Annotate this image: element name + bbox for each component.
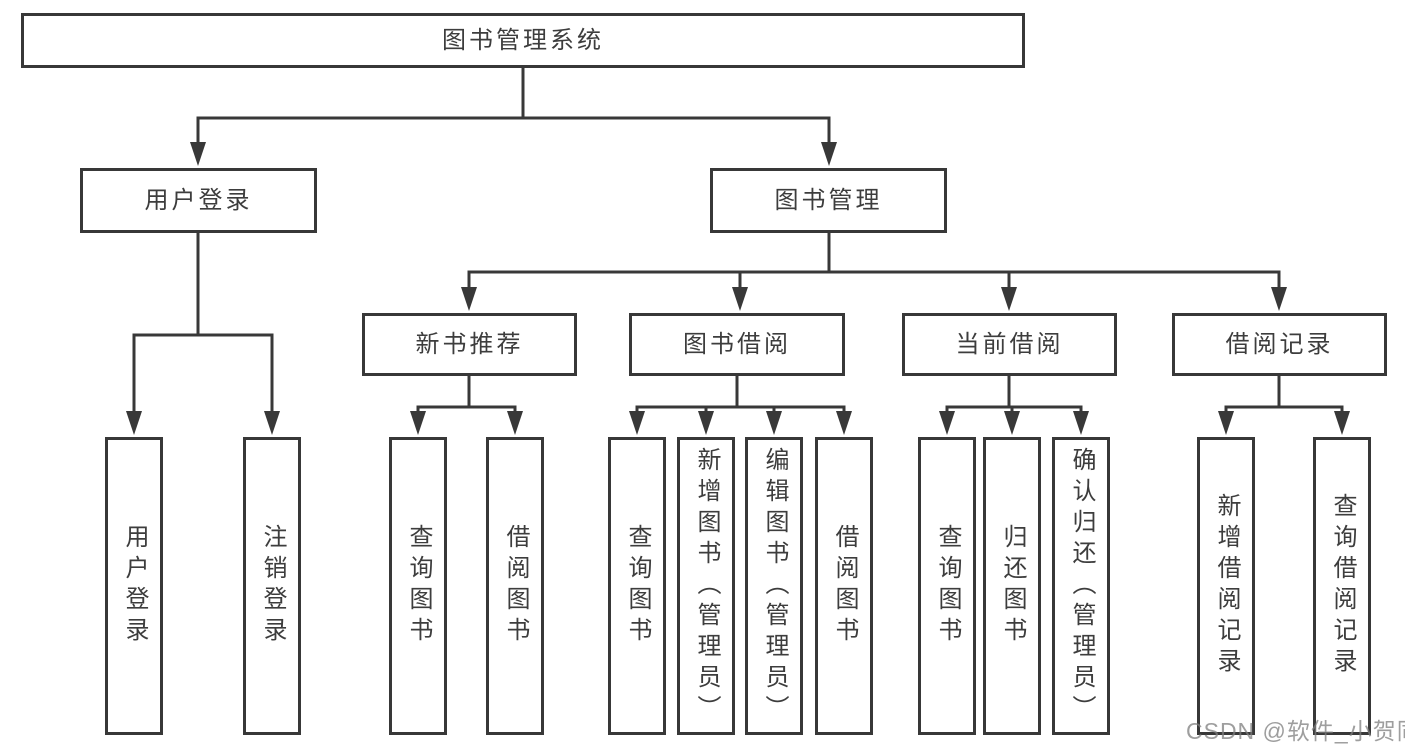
node-book-borrow: 图书借阅 — [629, 313, 845, 376]
leaf-add-books-admin: 新增图书（管理员） — [677, 437, 735, 735]
node-current-borrow: 当前借阅 — [902, 313, 1117, 376]
leaf-logout: 注销登录 — [243, 437, 301, 735]
leaf-recommend-borrow-books: 借阅图书 — [486, 437, 544, 735]
leaf-current-query-books: 查询图书 — [918, 437, 976, 735]
leaf-recommend-query-books: 查询图书 — [389, 437, 447, 735]
leaf-borrow-books: 借阅图书 — [815, 437, 873, 735]
leaf-query-borrow-record: 查询借阅记录 — [1313, 437, 1371, 735]
node-user-login: 用户登录 — [80, 168, 317, 233]
arrowheads — [126, 142, 1350, 435]
node-borrow-records: 借阅记录 — [1172, 313, 1387, 376]
leaf-confirm-return-admin: 确认归还（管理员） — [1052, 437, 1110, 735]
leaf-add-borrow-record: 新增借阅记录 — [1197, 437, 1255, 735]
leaf-return-books: 归还图书 — [983, 437, 1041, 735]
leaf-edit-books-admin: 编辑图书（管理员） — [745, 437, 803, 735]
node-book-management: 图书管理 — [710, 168, 947, 233]
node-new-book-recommend: 新书推荐 — [362, 313, 577, 376]
leaf-borrow-query-books: 查询图书 — [608, 437, 666, 735]
leaf-user-login: 用户登录 — [105, 437, 163, 735]
csdn-watermark: CSDN @软件_小贺同学 — [1186, 718, 1405, 744]
node-root-library-system: 图书管理系统 — [21, 13, 1025, 68]
